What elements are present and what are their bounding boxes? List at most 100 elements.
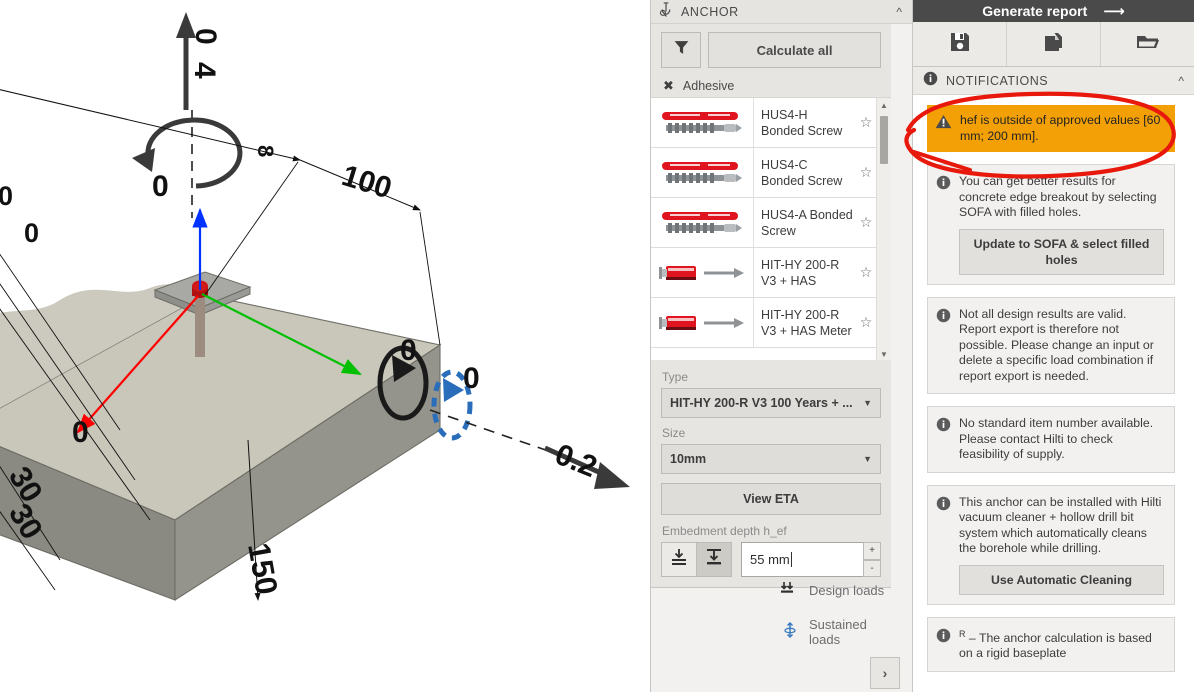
moment-arc-top [145,117,243,189]
anchor-list-item[interactable]: HIT-HY 200-R V3 + HAS ☆ [651,248,877,298]
arrow-right-icon: ⟶ [1103,3,1125,20]
file-toolbar [913,22,1194,67]
moment-label-0c: 0 [0,181,13,211]
dim-label-150: 150 [241,540,284,597]
save-icon [949,31,971,58]
info-icon [936,307,951,385]
design-loads-item[interactable]: Design loads [651,580,891,601]
embedment-depth-input[interactable]: 55 mm [741,542,864,577]
dim-label-100: 100 [338,159,396,205]
anchor-panel: ANCHOR ^ Calculate all ✖ Adhesive HUS4-H… [650,0,912,692]
adhesive-cartridge-image [659,265,744,280]
calculate-all-button[interactable]: Calculate all [708,32,881,68]
x-axis [76,295,199,434]
load-label-02: 0.2 [550,438,601,484]
info-icon [936,174,951,275]
notification-text: hef is outside of approved values [60 mm… [960,113,1161,143]
size-label: Size [662,426,686,440]
open-folder-button[interactable] [1101,22,1194,66]
star-outline-icon[interactable]: ☆ [859,314,873,330]
star-outline-icon[interactable]: ☆ [859,264,873,280]
size-select-value: 10mm [670,452,707,466]
view-eta-button[interactable]: View ETA [661,483,881,515]
close-icon[interactable]: ✖ [663,78,674,93]
star-outline-icon[interactable]: ☆ [859,214,873,230]
standard-depth-icon [669,547,689,572]
sustained-loads-item[interactable]: Sustained loads [651,615,891,649]
anchor-thumbnail [651,98,754,147]
notifications-title: NOTIFICATIONS [946,73,1049,88]
embedment-depth-value: 55 mm [750,552,790,567]
filter-chip-adhesive[interactable]: ✖ Adhesive [663,78,881,94]
info-icon [936,416,951,463]
anchor-list-item[interactable]: HUS4-H Bonded Screw ☆ [651,98,877,148]
anchor-name: HUS4-H Bonded Screw [761,107,843,138]
design-loads-icon [780,582,799,599]
generate-report-label: Generate report [982,3,1088,19]
info-icon [936,627,951,662]
anchor-name: HUS4-C Bonded Screw [761,157,843,188]
adhesive-cartridge-image [659,315,744,330]
type-select[interactable]: HIT-HY 200-R V3 100 Years + ... ▼ [661,388,881,418]
notifications-header[interactable]: NOTIFICATIONS ^ [913,67,1194,95]
notification-action-button[interactable]: Update to SOFA & select filled holes [959,228,1164,275]
notification-action-button[interactable]: Use Automatic Cleaning [959,564,1164,595]
screw-anchor-image [662,111,742,133]
warning-notification: hef is outside of approved values [60 mm… [927,105,1175,152]
load-arrow-02 [543,445,630,489]
variable-depth-button[interactable] [696,542,732,577]
chevron-up-icon[interactable]: ^ [896,4,902,19]
filter-button[interactable] [661,32,701,68]
embedment-decrement-button[interactable]: - [863,559,881,577]
anchor-thumbnail [651,298,754,347]
star-outline-icon[interactable]: ☆ [859,114,873,130]
variable-depth-icon [704,547,724,572]
filter-chip-label: Adhesive [682,79,735,93]
caret-down-icon[interactable]: ▼ [880,349,888,359]
notification-text: This anchor can be installed with Hilti … [959,494,1162,556]
anchor-panel-header[interactable]: ANCHOR ^ [651,0,912,24]
screw-anchor-image [662,161,742,183]
moment-label-0d: 0 [72,416,89,449]
type-select-value: HIT-HY 200-R V3 100 Years + ... [670,396,853,410]
anchor-panel-title: ANCHOR [681,4,739,19]
anchor-list-item[interactable]: HUS4-A Bonded Screw☆ [651,198,877,248]
sustained-loads-label: Sustained loads [809,617,867,647]
embedment-increment-button[interactable]: + [863,542,881,560]
new-document-button[interactable] [1007,22,1101,66]
anchor-panel-body: Calculate all ✖ Adhesive [651,24,891,100]
text-cursor [790,552,792,567]
moment-label-0b: 0 [24,218,39,248]
notifications-panel: Generate report ⟶ [912,0,1194,692]
info-notification: Not all design results are valid. Report… [927,296,1175,394]
embedment-depth-label: Embedment depth h_ef [662,524,787,538]
3d-model-viewport[interactable]: 4 0 8 0 0 0 100 0 30 30 150 0 0 0.2 [0,0,650,692]
standard-depth-button[interactable] [661,542,697,577]
type-label: Type [662,370,689,384]
anchor-name: HIT-HY 200-R V3 + HAS Meter [761,307,852,338]
notification-list: hef is outside of approved values [60 mm… [913,95,1185,684]
vertical-load-arrow [176,12,196,110]
chevron-up-icon[interactable]: ^ [1178,73,1184,88]
moment-arc-y [377,345,429,421]
next-step-button[interactable]: › [870,657,900,689]
warning-triangle-icon [935,113,952,144]
notification-text: You can get better results for concrete … [959,174,1157,219]
scrollbar-thumb[interactable] [880,116,888,164]
anchor-list-item[interactable]: HUS4-C Bonded Screw ☆ [651,148,877,198]
generate-report-button[interactable]: Generate report ⟶ [913,0,1194,22]
screw-anchor-image [662,211,742,233]
anchor-list[interactable]: HUS4-H Bonded Screw ☆ HUS4-C Bonded Screw ☆… [651,97,891,362]
notification-text: Not all design results are valid. Report… [959,306,1154,383]
save-button[interactable] [913,22,1007,66]
anchor-name: HIT-HY 200-R V3 + HAS [761,257,840,288]
caret-up-icon[interactable]: ▲ [880,100,888,110]
anchor-list-item[interactable]: HIT-HY 200-R V3 + HAS Meter ☆ [651,298,877,348]
star-outline-icon[interactable]: ☆ [859,164,873,180]
y-axis [201,293,362,375]
size-select[interactable]: 10mm ▼ [661,444,881,474]
anchor-search-icon [659,1,674,22]
anchor-list-scrollbar[interactable]: ▲ ▼ [876,98,891,361]
chevron-right-icon: › [882,665,888,681]
